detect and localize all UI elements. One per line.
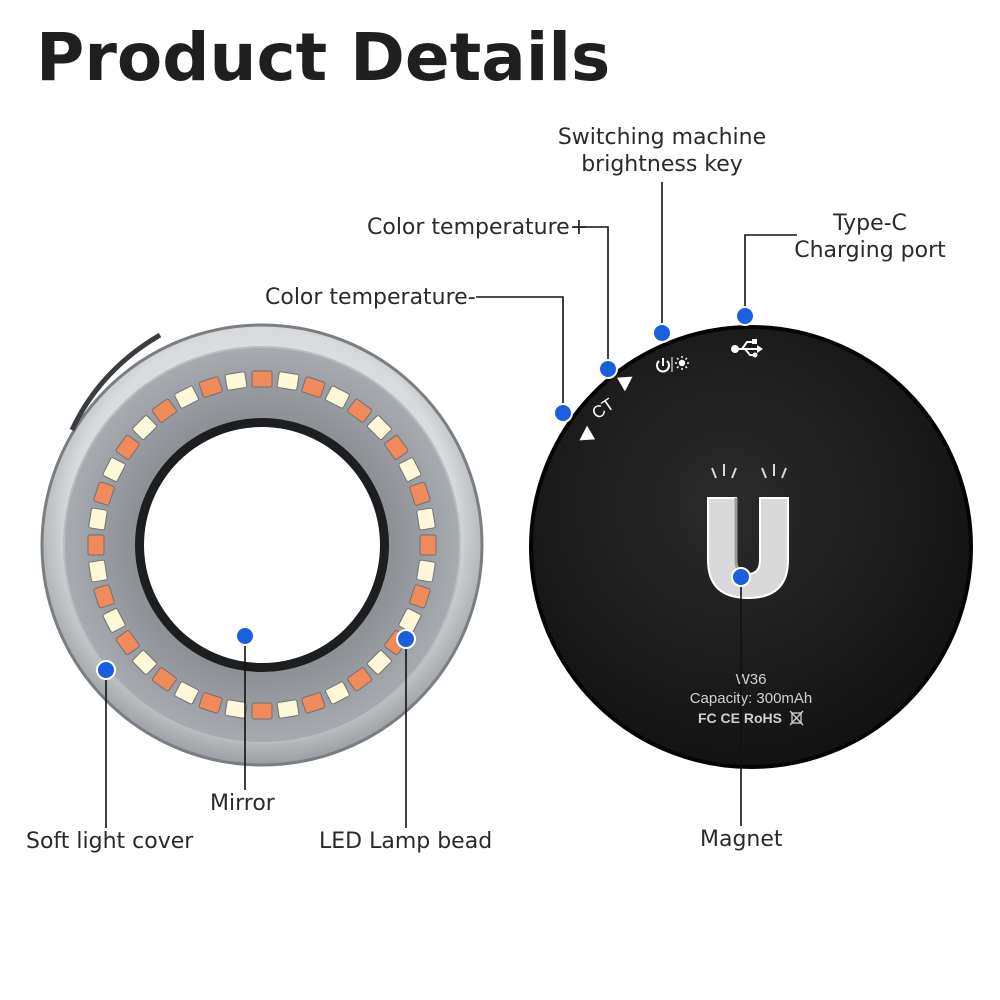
leader-typec [744,234,797,316]
led-bead [93,584,115,609]
led-bead [301,692,326,714]
led-bead [88,559,108,583]
label-led: LED Lamp bead [319,829,493,854]
label-typec-line1: Type-C [833,211,907,236]
led-bead [384,434,409,460]
marker-mirror [235,626,255,646]
leader-ct-plus [579,226,609,368]
led-bead [102,608,126,633]
arrow-right-icon [616,376,633,392]
led-bead [224,699,248,719]
label-switching-line1: Switching machine [557,125,767,150]
certification-text: FC CE RoHS [698,710,782,726]
led-bead [409,481,431,506]
marker-switching [652,323,672,343]
marker-ct-minus [553,403,573,423]
marker-typec [735,306,755,326]
label-magnet: Magnet [700,827,783,852]
label-ct-plus: Color temperature+ [367,215,589,240]
model-text: W36 [736,671,767,688]
led-bead [325,385,350,409]
led-bead [276,699,300,719]
usb-icon [731,339,763,358]
label-switching: Switching machine brightness key [552,124,772,178]
label-mirror: Mirror [210,791,275,816]
marker-magnet [731,567,751,587]
led-bead [419,534,437,556]
label-typec: Type-C Charging port [790,210,950,264]
marker-ct-plus [598,359,618,379]
led-bead [132,650,157,675]
marker-led [396,629,416,649]
led-bead [93,481,115,506]
arrow-left-icon [579,425,596,441]
led-bead [398,457,422,482]
led-bead [151,667,177,692]
label-ct-minus: Color temperature- [265,285,476,310]
led-bead [367,650,392,675]
led-bead [198,692,223,714]
led-bead [198,376,223,398]
led-bead [276,371,300,391]
led-bead [174,681,199,705]
led-bead [151,398,177,423]
ring-light [40,323,484,767]
led-bead [88,507,108,531]
weee-bin-icon [789,710,804,726]
label-typec-line2: Charging port [794,238,946,263]
controller-body [529,325,973,769]
led-bead [416,507,436,531]
led-bead [409,584,431,609]
led-bead [102,457,126,482]
power-brightness-icon [656,356,689,373]
side-button-edge [69,332,162,432]
label-soft-cover: Soft light cover [26,829,194,854]
led-bead [174,385,199,409]
led-bead [87,534,105,556]
leader-ct-minus [476,296,564,412]
controller-back: W36 Capacity: 300mAh FC CE RoHS CT [529,325,973,769]
led-bead [115,434,140,460]
page-title: Product Details [36,19,611,96]
label-switching-line2: brightness key [581,152,743,177]
capacity-text: Capacity: 300mAh [690,690,813,707]
led-bead [115,630,140,656]
mirror [144,427,380,663]
led-bead [325,681,350,705]
led-bead [367,415,392,440]
led-bead [251,370,273,388]
leader-lines [105,182,797,828]
led-bead [347,667,373,692]
led-bead [347,398,373,423]
led-bead [301,376,326,398]
markers [96,306,755,680]
led-bead [132,415,157,440]
led-bead [224,371,248,391]
led-bead [416,559,436,583]
led-bead [251,702,273,720]
marker-soft-cover [96,660,116,680]
